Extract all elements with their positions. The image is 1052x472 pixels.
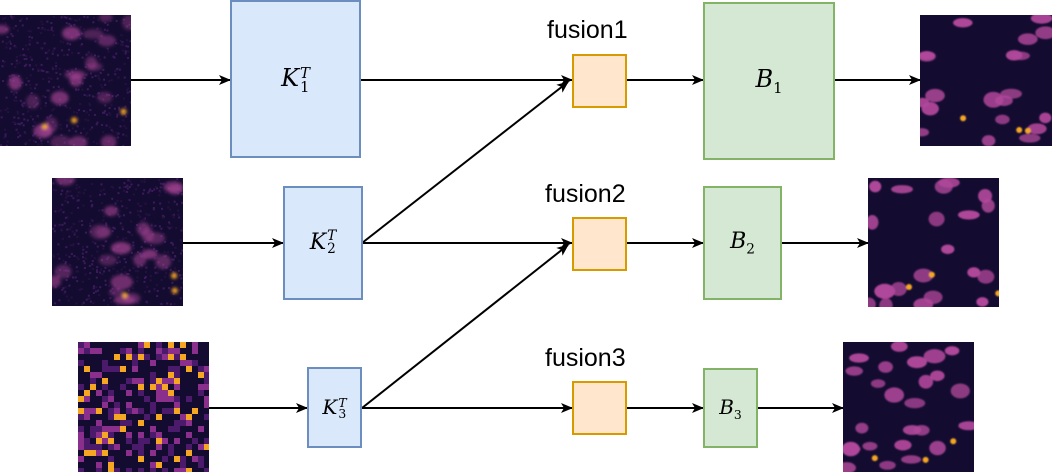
decoder-box-b1: B1 [703,2,835,160]
decoder-b1-sub: 1 [773,78,783,97]
encoder-k1-sub: 1 [300,77,310,96]
decoder-box-b3: B3 [703,368,758,448]
encoder-k3-symbol: K [322,394,338,419]
encoder-k3-sup: T [338,394,347,410]
encoder-k1-symbol: K [281,64,299,93]
decoder-b3-sub: 3 [733,406,742,422]
cell-texture [843,342,974,472]
fusion2-box [572,217,627,271]
fusion2-label: fusion2 [545,180,626,208]
fusion1-label: fusion1 [547,16,628,44]
cell-texture [0,15,131,146]
output-image-1 [920,15,1052,146]
fusion3-box [572,381,627,435]
cell-texture [920,15,1052,146]
decoder-box-b2: B2 [703,186,782,300]
input-image-3 [78,342,209,472]
cell-texture [78,342,209,472]
output-image-3 [843,342,974,472]
decoder-b2-sub: 2 [746,241,755,258]
decoder-b2-symbol: B [730,228,747,254]
decoder-b1-symbol: B [755,65,774,94]
cell-texture [868,178,999,307]
encoder-k2-sub: 2 [327,241,336,258]
arrow-k3-to-fusion2 [361,244,569,409]
input-image-2 [52,178,183,306]
fusion3-label: fusion3 [545,344,626,372]
arrow-k2-to-fusion1 [361,81,569,244]
cell-texture [52,178,183,306]
fusion1-box [572,54,627,108]
decoder-b3-symbol: B [719,394,734,419]
encoder-k3-sub: 3 [338,406,347,422]
output-image-2 [868,178,999,307]
encoder-k2-sup: T [327,228,337,245]
encoder-k1-sup: T [300,63,310,82]
input-image-1 [0,15,131,146]
encoder-k2-symbol: K [309,230,327,256]
